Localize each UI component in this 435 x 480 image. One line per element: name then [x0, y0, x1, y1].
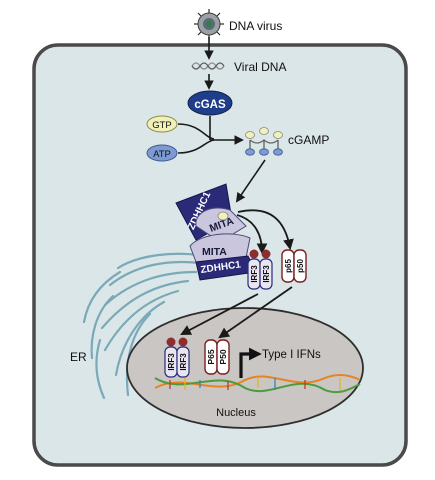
p65-p50-nucleus: P65 P50	[204, 339, 230, 375]
viral-dna-icon	[191, 62, 225, 70]
er-label: ER	[70, 350, 87, 364]
type-i-ifns-label: Type I IFNs	[262, 349, 321, 361]
gtp-label: GTP	[152, 120, 172, 131]
irf3-label-2: IRF3	[262, 265, 271, 283]
p65-p50-cytoplasm: p65 p50	[281, 249, 307, 283]
p65-label: p65	[284, 259, 293, 273]
mita-to-p65-arrow	[237, 209, 294, 251]
mita-lower-label: MITA	[202, 246, 227, 258]
irf3-nuclear-label-1: IRF3	[167, 353, 176, 371]
atp-node	[146, 144, 178, 162]
nuclear-dna-helix	[154, 373, 361, 394]
p50-label: p50	[296, 259, 305, 273]
gtp-to-cgamp-line	[177, 123, 215, 140]
cgamp-bound-icon	[217, 211, 229, 221]
er-membrane	[82, 252, 202, 400]
p65-nuclear-label: P65	[206, 349, 216, 364]
gtp-node	[146, 115, 178, 133]
cgamp-molecule-icon	[245, 127, 283, 156]
p50-nuclear-label: P50	[218, 349, 228, 364]
dna-virus-icon	[194, 9, 224, 39]
nucleus	[126, 307, 364, 429]
zdhhc1-mita-complex: ZDHHC1 MITA MITA ZDHHC1	[175, 183, 257, 281]
nucleus-label: Nucleus	[216, 407, 256, 419]
cgamp-to-mita-arrow	[235, 159, 266, 203]
transcription-arrow	[239, 347, 262, 378]
mita-to-irf3-arrow	[236, 214, 268, 255]
irf3-dimer-nucleus: IRF3 IRF3	[164, 337, 190, 378]
atp-label: ATP	[153, 149, 171, 160]
irf3-dimer-cytoplasm: IRF3 IRF3	[247, 249, 273, 290]
mita-lower	[189, 233, 251, 263]
cgamp-label: cGAMP	[288, 133, 329, 147]
dna-virus-label: DNA virus	[229, 19, 282, 33]
cgas-node	[187, 90, 233, 116]
irf3-nuclear-label-2: IRF3	[179, 353, 188, 371]
viral-dna-label: Viral DNA	[234, 60, 286, 74]
irf3-to-nucleus-arrow	[180, 293, 259, 336]
p65-to-nucleus-arrow	[218, 286, 293, 339]
irf3-label-1: IRF3	[250, 265, 259, 283]
cgas-label: cGAS	[194, 99, 226, 111]
